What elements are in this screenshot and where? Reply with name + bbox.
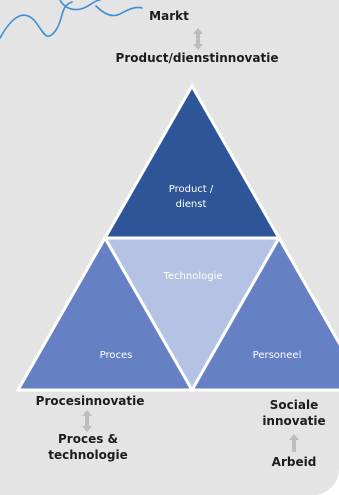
up-arrow-icon — [289, 434, 299, 452]
sociale-innovatie-line1: Sociale — [269, 398, 319, 412]
proces-triangle — [15, 234, 195, 392]
double-arrow-icon — [82, 410, 92, 432]
decorative-wave — [0, 0, 143, 39]
product-triangle — [102, 82, 282, 240]
technologie-label: Technologie — [162, 271, 222, 282]
procesinnovatie-label: Procesinnovatie — [35, 394, 145, 408]
product-line2: dienst — [176, 199, 207, 210]
proces-label: Proces — [100, 350, 133, 361]
personeel-triangle — [189, 234, 339, 392]
personeel-label: Personeel — [253, 350, 302, 361]
product-innovatie-label: Product/dienstinnovatie — [115, 51, 279, 65]
double-arrow-icon — [193, 28, 203, 50]
sociale-innovatie-line2: innovatie — [262, 414, 326, 428]
markt-label: Markt — [149, 9, 189, 23]
proces-technologie-line1: Proces & — [58, 432, 118, 446]
arbeid-label: Arbeid — [271, 455, 317, 469]
product-line1: Product / — [169, 184, 214, 195]
proces-technologie-line2: technologie — [48, 448, 128, 462]
